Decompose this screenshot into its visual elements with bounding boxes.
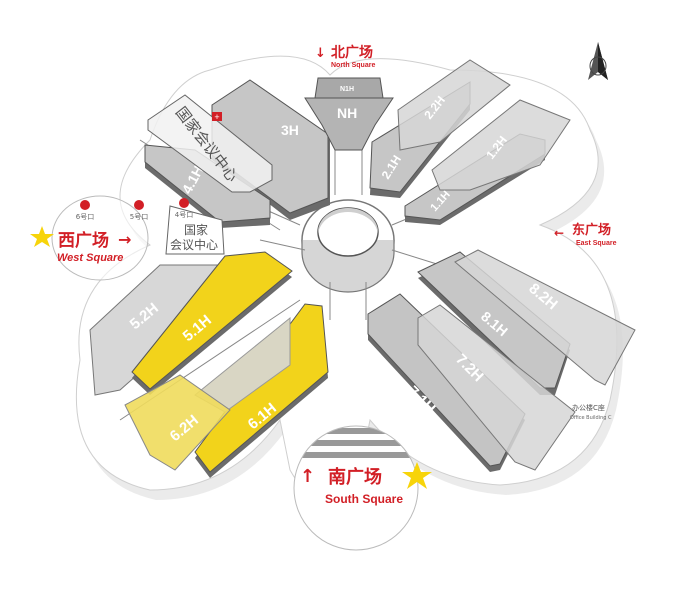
arrow-down-icon: ↓ [315,46,326,61]
south-square[interactable]: ↑ 南广场 South Square [290,420,432,560]
hall-2-2h[interactable]: 2.2H [397,59,511,151]
convention-center-entrance[interactable]: 国家 会议中心 [165,205,225,255]
north-square-en: North Square [331,62,375,69]
office-building-en: Office Building C [570,415,612,421]
hall-8-1h[interactable]: 8.1H [417,251,571,395]
arrow-left-icon: ← [554,226,564,240]
south-square-en: South Square [325,492,403,506]
hall-nh[interactable]: NH [304,97,394,151]
west-square[interactable]: 西广场 → West Square [30,195,149,281]
arrow-up-icon: ↑ [300,466,315,487]
office-building-cn: 办公楼C座 [572,403,605,412]
first-aid-cross: + [214,112,219,122]
metro-exit-label: 4号口 [175,211,193,219]
north-square-cn: 北广场 [331,44,373,61]
east-square[interactable]: ← 东广场 East Square [554,222,617,247]
metro-exit-label: 5号口 [130,213,148,221]
hall-1-2h[interactable]: 1.2H [431,99,571,191]
arrow-right-icon: → [118,230,131,249]
west-square-en: West Square [57,252,123,264]
hall-6-1h[interactable]: 6.1H [194,303,329,478]
hall-7-2h[interactable]: 7.2H [417,304,576,471]
metro-icon [179,198,189,208]
hall-8-2h[interactable]: 8.2H [454,249,636,386]
office-building-c[interactable]: 办公楼C座 Office Building C [570,403,612,421]
hall-5-1h[interactable]: 5.1H [131,251,293,395]
hall-label-3h: 3H [281,122,299,138]
star-icon [30,226,54,247]
hall-3h[interactable]: 3H [211,79,330,220]
hall-n1h[interactable]: N1H [314,77,384,99]
west-square-cn: 西广场 [58,230,109,251]
metro-exit-label: 6号口 [76,213,94,221]
east-square-cn: 东广场 [572,222,611,238]
metro-exit-6[interactable]: 6号口 [76,200,94,221]
metro-icon [134,200,144,210]
north-square[interactable]: ↓ 北广场 North Square [315,44,375,69]
metro-exit-5[interactable]: 5号口 [130,200,148,221]
east-square-en: East Square [576,240,617,247]
first-aid-icon [212,112,222,121]
north-arrow-icon [588,42,608,80]
metro-exit-4[interactable]: 4号口 [175,198,193,219]
central-roundabout [301,199,395,293]
convention-center-line2: 会议中心 [170,237,218,252]
convention-center-line1: 国家 [184,222,208,237]
south-square-cn: 南广场 [328,466,382,488]
metro-icon [80,200,90,210]
hall-label-n1h: N1H [340,86,354,93]
star-icon [402,462,432,489]
hall-label-nh: NH [337,105,357,121]
hall-6-2h[interactable]: 6.2H [124,374,231,471]
